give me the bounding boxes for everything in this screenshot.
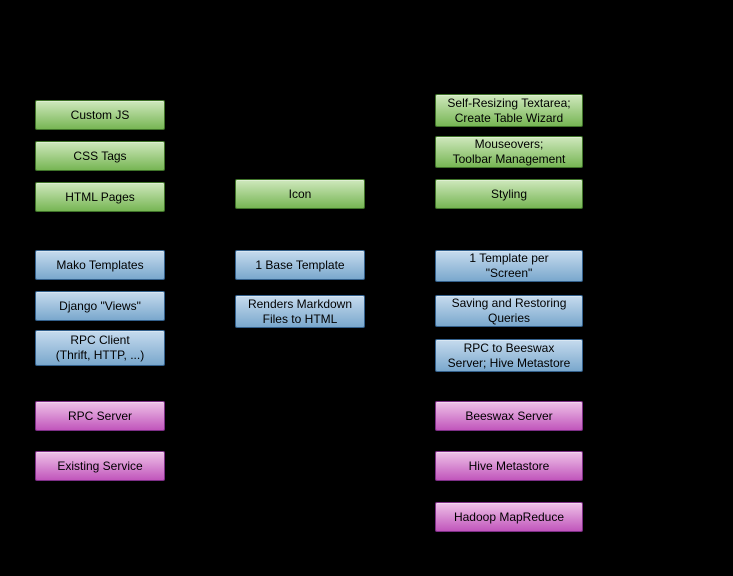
box-rpc-server: RPC Server: [35, 401, 165, 431]
box-label: Self-Resizing Textarea; Create Table Wiz…: [447, 95, 571, 125]
box-self-resizing-textarea: Self-Resizing Textarea; Create Table Wiz…: [435, 94, 583, 127]
box-label: RPC to Beeswax Server; Hive Metastore: [447, 340, 571, 370]
box-label: Renders Markdown Files to HTML: [247, 296, 353, 326]
box-label: Beeswax Server: [465, 408, 553, 423]
box-template-per-screen: 1 Template per "Screen": [435, 250, 583, 282]
box-label: Hive Metastore: [468, 458, 550, 473]
box-mouseovers: Mouseovers; Toolbar Management: [435, 136, 583, 168]
box-html-pages: HTML Pages: [35, 182, 165, 212]
box-styling: Styling: [435, 179, 583, 209]
box-label: Mako Templates: [56, 257, 144, 272]
box-label: Saving and Restoring Queries: [451, 296, 567, 325]
box-django-views: Django "Views": [35, 291, 165, 321]
box-mako-templates: Mako Templates: [35, 250, 165, 280]
box-rpc-client: RPC Client (Thrift, HTTP, ...): [35, 330, 165, 366]
box-custom-js: Custom JS: [35, 100, 165, 130]
box-label: HTML Pages: [65, 189, 135, 204]
box-label: Custom JS: [70, 107, 130, 122]
box-existing-service: Existing Service: [35, 451, 165, 481]
box-label: RPC Client (Thrift, HTTP, ...): [55, 333, 145, 362]
box-label: Hadoop MapReduce: [453, 509, 565, 524]
box-label: CSS Tags: [73, 148, 127, 163]
box-icon: Icon: [235, 179, 365, 209]
box-label: Django "Views": [59, 298, 141, 313]
box-label: Icon: [288, 186, 312, 201]
box-renders-markdown: Renders Markdown Files to HTML: [235, 295, 365, 328]
box-beeswax-server: Beeswax Server: [435, 401, 583, 431]
box-label: Mouseovers; Toolbar Management: [452, 137, 566, 166]
box-label: RPC Server: [67, 408, 132, 423]
box-hadoop-mapreduce: Hadoop MapReduce: [435, 502, 583, 532]
box-rpc-to-beeswax: RPC to Beeswax Server; Hive Metastore: [435, 339, 583, 372]
box-css-tags: CSS Tags: [35, 141, 165, 171]
box-base-template: 1 Base Template: [235, 250, 365, 280]
box-label: 1 Template per "Screen": [469, 251, 549, 280]
box-label: Existing Service: [57, 458, 143, 473]
box-label: 1 Base Template: [255, 257, 345, 272]
box-saving-queries: Saving and Restoring Queries: [435, 295, 583, 327]
box-label: Styling: [490, 186, 528, 201]
box-hive-metastore: Hive Metastore: [435, 451, 583, 481]
